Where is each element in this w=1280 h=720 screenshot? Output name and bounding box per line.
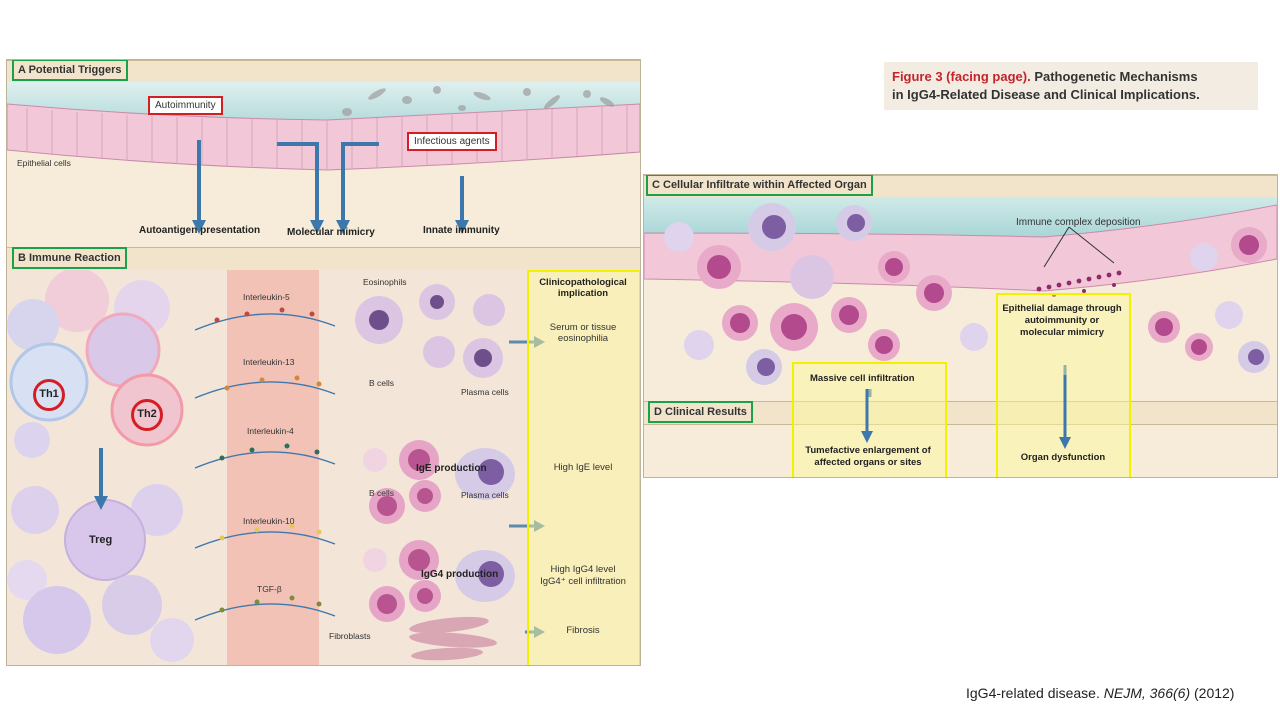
eosinophils-label: Eosinophils	[363, 277, 407, 287]
cytokine-il4-label: Interleukin-4	[247, 426, 294, 436]
figure-title-prefix: Figure 3 (facing page).	[892, 69, 1031, 84]
citation-year: (2012)	[1194, 685, 1235, 701]
b-cells-label-1: B cells	[369, 378, 395, 388]
th1-label: Th1	[33, 379, 65, 411]
infectious-agents-label: Infectious agents	[407, 132, 497, 151]
implication-eosinophilia: Serum or tissue eosinophilia	[549, 322, 617, 344]
figure-title-line2: in IgG4-Related Disease and Clinical Imp…	[892, 87, 1200, 102]
implication-high-igg4: High IgG4 level	[550, 564, 616, 575]
figure-title-line1: Pathogenetic Mechanisms	[1034, 69, 1198, 84]
figure-title: Figure 3 (facing page). Pathogenetic Mec…	[884, 62, 1258, 110]
massive-infiltration-label: Massive cell infiltration	[810, 373, 915, 384]
panel-d-header: D Clinical Results	[648, 401, 753, 423]
right-figure: C Cellular Infiltrate within Affected Or…	[643, 174, 1278, 478]
treg-label: Treg	[89, 534, 113, 546]
panel-c-header: C Cellular Infiltrate within Affected Or…	[646, 175, 873, 196]
citation: IgG4-related disease. NEJM, 366(6) (2012…	[966, 685, 1234, 701]
molecular-mimicry-label: Molecular mimicry	[287, 227, 375, 238]
panel-a-illustration	[7, 82, 640, 248]
cytokine-tgfb-label: TGF-β	[257, 584, 282, 594]
epithelial-cells-label: Epithelial cells	[17, 158, 71, 168]
plasma-cells-label-1: Plasma cells	[461, 387, 509, 397]
autoantigen-presentation-label: Autoantigen presentation	[139, 225, 261, 236]
epithelial-damage-label: Epithelial damage through autoimmunity o…	[1002, 303, 1122, 338]
autoimmunity-label: Autoimmunity	[148, 96, 223, 115]
implication-igg4-infiltration: IgG4⁺ cell infiltration	[540, 576, 626, 587]
panel-a-header: A Potential Triggers	[12, 60, 128, 81]
fibroblasts-label: Fibroblasts	[329, 631, 371, 641]
innate-immunity-label: Innate immunity	[423, 225, 500, 236]
panel-c-illustration	[644, 197, 1277, 397]
cytokine-il10-label: Interleukin-10	[243, 516, 295, 526]
citation-prefix: IgG4-related disease.	[966, 685, 1100, 701]
panel-b-illustration	[7, 270, 640, 665]
panel-d-arrows	[861, 375, 1071, 449]
plasma-cells-label-2: Plasma cells	[461, 490, 509, 500]
implication-fibrosis: Fibrosis	[566, 625, 600, 636]
implication-high-ige: High IgE level	[553, 462, 613, 473]
organ-dysfunction-label: Organ dysfunction	[1020, 452, 1106, 463]
ige-production-label: IgE production	[416, 463, 487, 474]
th2-label: Th2	[131, 399, 163, 431]
panel-b-header: B Immune Reaction	[12, 247, 127, 269]
immune-complex-label: Immune complex deposition	[1016, 217, 1141, 228]
clinicopathological-title: Clinicopathological implication	[539, 277, 627, 299]
cytokine-il13-label: Interleukin-13	[243, 357, 295, 367]
b-cells-label-2: B cells	[369, 488, 395, 498]
tumefactive-enlargement-label: Tumefactive enlargement of affected orga…	[805, 445, 931, 468]
massive-infiltration-box	[792, 362, 947, 477]
igg4-production-label: IgG4 production	[421, 569, 499, 580]
left-figure: A Potential Triggers	[6, 59, 641, 666]
clinicopathological-column	[527, 270, 640, 665]
cytokine-il5-label: Interleukin-5	[243, 292, 290, 302]
citation-journal: NEJM, 366(6)	[1103, 685, 1191, 701]
